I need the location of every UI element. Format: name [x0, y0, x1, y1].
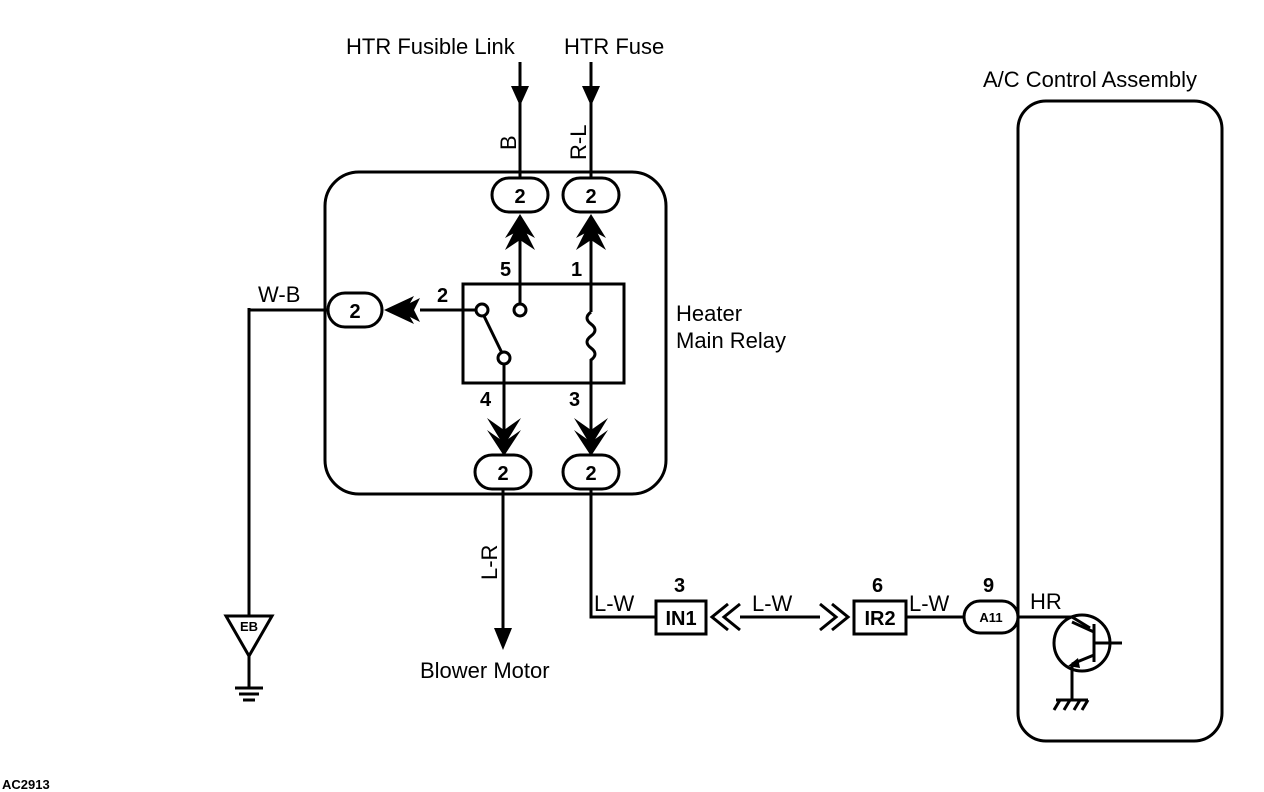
relay-contact-5	[512, 302, 528, 318]
htr-fusible-link-label: HTR Fusible Link	[346, 34, 516, 59]
ground-icon	[235, 686, 263, 702]
terminal-chevron-icon	[576, 220, 606, 250]
connector-left-label: 2	[349, 301, 360, 323]
wire-label-l-w-3: L-W	[909, 591, 950, 616]
figure-code: AC2913	[2, 777, 50, 792]
transistor-lead	[1071, 615, 1091, 630]
connector-top-right	[561, 176, 621, 214]
relay-pin-3: 3	[569, 389, 580, 411]
htr-fuse-label: HTR Fuse	[564, 34, 664, 59]
terminal-chevron-icon	[487, 430, 521, 456]
terminal-chevron-icon	[574, 430, 608, 456]
connector-top-right-label: 2	[585, 186, 596, 208]
chassis-ground-icon	[1052, 698, 1090, 711]
connector-a11-label: A11	[979, 610, 1002, 625]
arrow-down-icon	[582, 86, 600, 106]
connector-top-left	[490, 176, 550, 214]
heater-main-relay-label-line2: Main Relay	[676, 328, 786, 353]
terminal-chevron-icon	[576, 214, 606, 238]
terminal-chevron-icon	[396, 298, 420, 322]
terminal-chevron-icon	[574, 418, 608, 446]
wire-label-l-w-2: L-W	[752, 591, 793, 616]
terminal-chevron-icon	[505, 220, 535, 250]
arrow-down-icon	[511, 86, 529, 106]
connector-in1	[654, 599, 708, 636]
relay-switch-arm	[482, 315, 504, 354]
relay-coil	[585, 310, 597, 383]
connector-bottom-left-label: 2	[497, 463, 508, 485]
wire-label-l-r: L-R	[477, 545, 502, 580]
connector-ir2-label: IR2	[864, 608, 895, 630]
relay-pin-1: 1	[571, 259, 582, 281]
relay-pin-5: 5	[500, 259, 511, 281]
relay-pin-4: 4	[480, 389, 492, 411]
relay-pin-2: 2	[437, 285, 448, 307]
connector-top-left-label: 2	[514, 186, 525, 208]
terminal-chevron-icon	[487, 418, 521, 446]
arrow-down-icon	[494, 628, 512, 650]
a11-pin-label: 9	[983, 575, 994, 597]
ground-eb-label: EB	[240, 619, 258, 634]
relay-body	[461, 282, 626, 385]
wire-label-r-l: R-L	[566, 125, 591, 160]
connector-bottom-right-label: 2	[585, 463, 596, 485]
ac-control-assembly	[1016, 99, 1224, 743]
ir2-pin-label: 6	[872, 575, 883, 597]
connector-in1-label: IN1	[665, 608, 696, 630]
junction-block	[323, 170, 668, 496]
in1-pin-label: 3	[674, 575, 685, 597]
wire-label-l-w-1: L-W	[594, 591, 635, 616]
wire-l-w-1	[589, 489, 656, 619]
hr-label: HR	[1030, 589, 1062, 614]
relay-contact-2	[474, 302, 490, 318]
blower-motor-label: Blower Motor	[420, 658, 550, 683]
ground-eb-triangle	[223, 614, 275, 660]
transistor-icon	[1052, 613, 1122, 673]
heater-main-relay-label-line1: Heater	[676, 301, 742, 326]
ac-control-assembly-label: A/C Control Assembly	[983, 67, 1197, 92]
terminal-chevron-icon	[505, 214, 535, 238]
relay-contact-4	[496, 350, 512, 366]
wire-label-w-b: W-B	[258, 282, 300, 307]
wire-label-b: B	[496, 135, 521, 150]
double-arrow-icon	[709, 602, 851, 632]
